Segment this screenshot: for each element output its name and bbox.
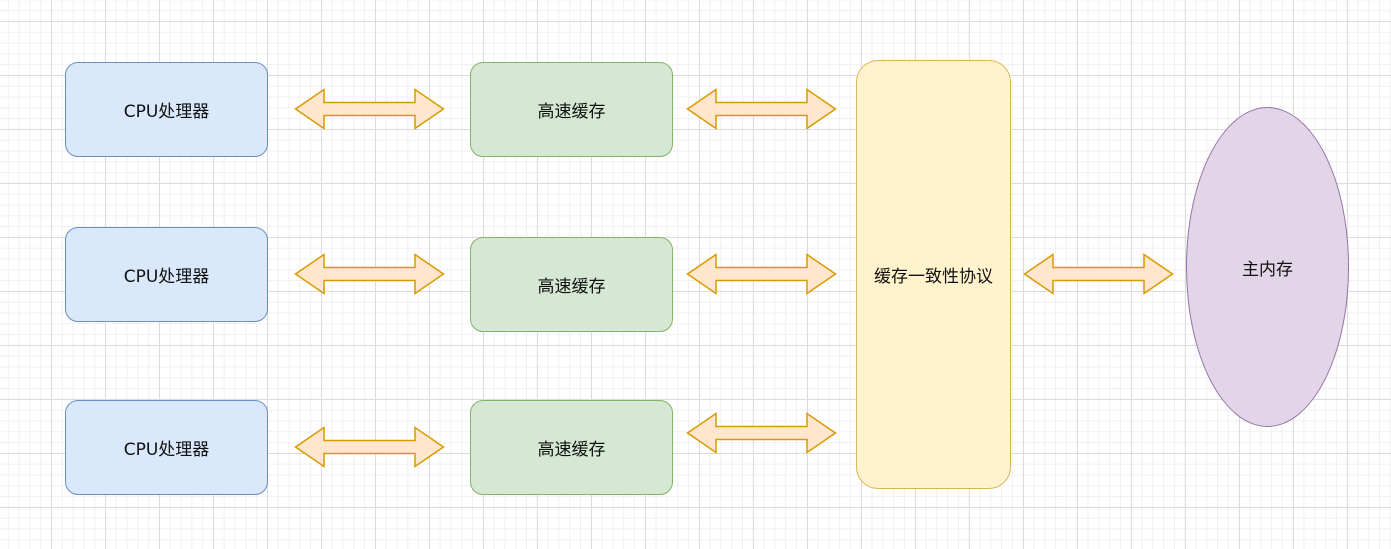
bidirectional-arrow-cpu3-cache3[interactable] (294, 426, 445, 468)
cache-3[interactable]: 高速缓存 (470, 400, 673, 495)
bidirectional-arrow-protocol-memory[interactable] (1023, 253, 1174, 295)
cpu-processor-3[interactable]: CPU处理器 (65, 400, 268, 495)
cpu-processor-label: CPU处理器 (123, 102, 210, 122)
bidirectional-arrow-cpu1-cache1[interactable] (294, 88, 445, 130)
double-arrow-icon (1023, 253, 1174, 295)
double-arrow-icon (686, 253, 837, 295)
cpu-processor-label: CPU处理器 (123, 267, 210, 287)
bidirectional-arrow-cache3-protocol[interactable] (686, 412, 837, 454)
double-arrow-icon (294, 426, 445, 468)
cache-label: 高速缓存 (537, 440, 606, 460)
cpu-processor-2[interactable]: CPU处理器 (65, 227, 268, 322)
cache-label: 高速缓存 (537, 277, 606, 297)
cache-coherence-protocol[interactable]: 缓存一致性协议 (856, 60, 1011, 489)
main-memory[interactable]: 主内存 (1186, 107, 1349, 427)
double-arrow-icon (686, 412, 837, 454)
double-arrow-icon (294, 88, 445, 130)
main-memory-label: 主内存 (1242, 259, 1293, 280)
bidirectional-arrow-cache2-protocol[interactable] (686, 253, 837, 295)
cache-1[interactable]: 高速缓存 (470, 62, 673, 157)
double-arrow-icon (294, 253, 445, 295)
double-arrow-icon (686, 88, 837, 130)
cpu-processor-label: CPU处理器 (123, 440, 210, 460)
cpu-processor-1[interactable]: CPU处理器 (65, 62, 268, 157)
cache-label: 高速缓存 (537, 102, 606, 122)
cache-2[interactable]: 高速缓存 (470, 237, 673, 332)
bidirectional-arrow-cache1-protocol[interactable] (686, 88, 837, 130)
protocol-label: 缓存一致性协议 (874, 267, 993, 287)
bidirectional-arrow-cpu2-cache2[interactable] (294, 253, 445, 295)
